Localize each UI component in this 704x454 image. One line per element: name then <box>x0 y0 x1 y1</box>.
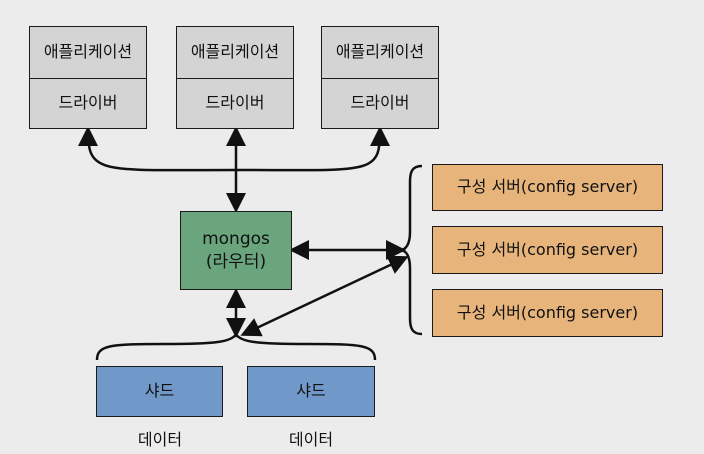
config-server-box-1: 구성 서버(config server) <box>432 164 663 211</box>
shard-data-label-2: 데이터 <box>288 430 334 449</box>
shard-box-2: 샤드 <box>247 366 375 417</box>
application-box-2: 애플리케이션 <box>176 26 294 78</box>
shard-config-arrow <box>240 255 409 337</box>
shard-data-label-1: 데이터 <box>137 430 183 449</box>
config-server-label: 구성 서버(config server) <box>456 177 639 197</box>
shard-label: 샤드 <box>296 381 326 401</box>
application-label: 애플리케이션 <box>335 42 425 62</box>
application-label: 애플리케이션 <box>190 42 280 62</box>
shard-label: 샤드 <box>144 381 175 401</box>
mongos-router-box: mongos (라우터) <box>180 211 292 290</box>
application-box-3: 애플리케이션 <box>321 26 439 78</box>
application-box-1: 애플리케이션 <box>29 26 147 78</box>
router-name: mongos <box>202 229 270 250</box>
shard-box-1: 샤드 <box>96 366 223 417</box>
driver-label: 드라이버 <box>350 93 410 113</box>
driver-box-2: 드라이버 <box>176 78 294 129</box>
config-server-box-2: 구성 서버(config server) <box>432 226 663 274</box>
router-subtitle: (라우터) <box>205 251 267 272</box>
config-server-label: 구성 서버(config server) <box>456 239 639 259</box>
application-label: 애플리케이션 <box>43 42 133 62</box>
driver-label: 드라이버 <box>205 93 265 113</box>
config-brace <box>399 164 423 336</box>
driver-box-3: 드라이버 <box>321 78 439 129</box>
config-server-label: 구성 서버(config server) <box>456 302 639 322</box>
driver-bus-line <box>78 126 390 172</box>
driver-box-1: 드라이버 <box>29 78 147 129</box>
driver-label: 드라이버 <box>58 93 118 113</box>
shard-bracket <box>95 331 377 361</box>
config-server-box-3: 구성 서버(config server) <box>432 289 663 337</box>
